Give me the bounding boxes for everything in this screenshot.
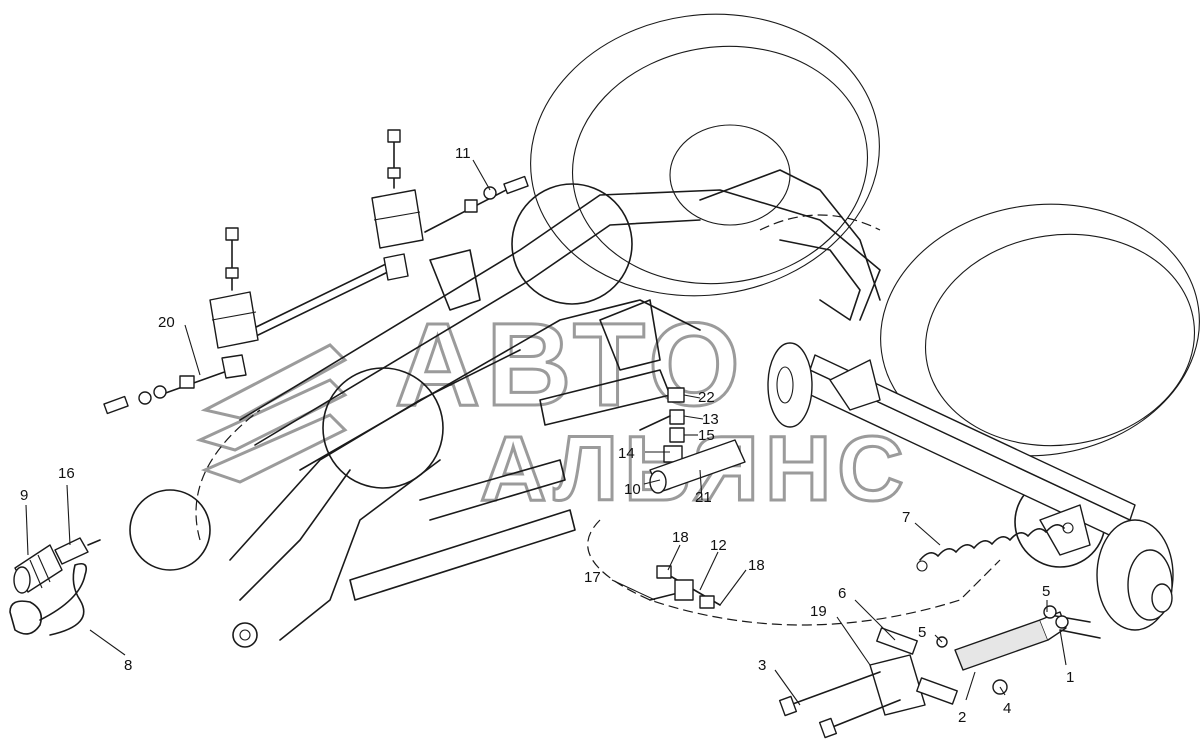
callout-22: 22: [698, 389, 715, 406]
axle-assembly: [767, 342, 1174, 631]
fittings-group-lower: [649, 565, 721, 609]
callout-5b: 5: [918, 624, 926, 641]
fittings-group-upper: [639, 387, 746, 494]
clamp-block-lower: [209, 227, 259, 379]
chassis-frame: [229, 169, 881, 648]
leader-lines: [25, 159, 1067, 706]
hydraulic-line-top: [424, 175, 529, 233]
callout-20: 20: [158, 314, 175, 331]
callout-21: 21: [695, 489, 712, 506]
quick-coupler: [13, 544, 63, 594]
callout-7: 7: [902, 509, 910, 526]
callout-16: 16: [58, 465, 75, 482]
dashed-connector-bottom: [587, 519, 1001, 626]
callout-17: 17: [584, 569, 601, 586]
callout-18a: 18: [672, 529, 689, 546]
dust-cap: [9, 562, 88, 636]
callout-3: 3: [758, 657, 766, 674]
watermark: АВТО АЛЬЯНС: [195, 298, 905, 522]
detail-circle-mid: [322, 367, 444, 489]
rear-wheel-lower: [880, 203, 1200, 457]
coupler-fitting: [54, 537, 101, 565]
callout-4: 4: [1003, 700, 1011, 717]
callout-12: 12: [710, 537, 727, 554]
callout-15: 15: [698, 427, 715, 444]
clamp-block-upper: [371, 129, 424, 281]
callout-11: 11: [455, 145, 471, 162]
callout-5a: 5: [1042, 583, 1050, 600]
watermark-line1: АВТО: [395, 299, 746, 431]
callout-8: 8: [124, 657, 132, 674]
callout-9: 9: [20, 487, 28, 504]
callout-6: 6: [838, 585, 846, 602]
rear-wheel-upper: [530, 13, 880, 297]
callout-1: 1: [1066, 669, 1074, 686]
tension-spring: [916, 522, 1074, 572]
callout-2: 2: [958, 709, 966, 726]
hydraulic-line-left: [103, 261, 395, 415]
detail-circle-left: [129, 489, 211, 571]
callout-19: 19: [810, 603, 827, 620]
callout-13: 13: [702, 411, 719, 428]
callout-14: 14: [618, 445, 635, 462]
dashed-connector-left: [195, 409, 261, 541]
callout-10: 10: [624, 481, 641, 498]
shock-absorber-group: [778, 605, 1101, 739]
dashed-connector-top: [759, 214, 881, 231]
callout-18b: 18: [748, 557, 765, 574]
detail-circle-top: [511, 183, 633, 305]
watermark-logo-icon: [195, 343, 348, 484]
